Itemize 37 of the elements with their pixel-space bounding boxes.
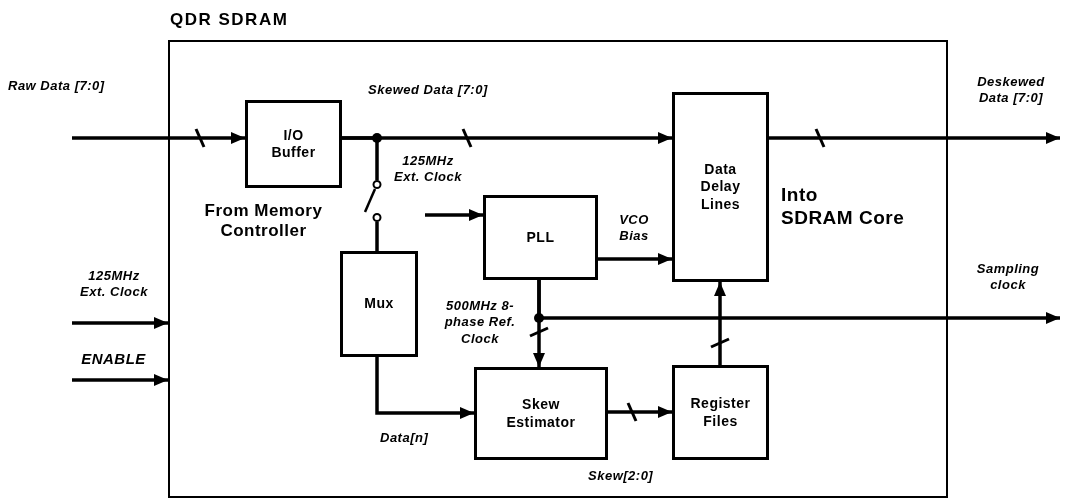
box-label: Skew Estimator	[505, 396, 577, 431]
edge-label: 500MHz 8-phase Ref. Clock	[444, 298, 516, 347]
edge-label: Raw Data [7:0]	[8, 78, 106, 95]
edge-label: Data[n]	[380, 430, 430, 447]
block-title: QDR SDRAM	[170, 10, 289, 30]
arrow	[72, 317, 168, 329]
arrow	[608, 406, 672, 418]
box-label: PLL	[526, 228, 555, 247]
edge-label: Skewed Data [7:0]	[368, 82, 489, 99]
box-label: Mux	[364, 295, 394, 313]
connector-line	[342, 136, 379, 180]
process-box	[672, 92, 769, 282]
arrow	[425, 209, 483, 221]
arrow	[598, 253, 672, 265]
edge-label: Sampling clock	[975, 261, 1041, 294]
connector-line	[375, 222, 379, 251]
arrow	[769, 132, 1060, 144]
process-box	[340, 251, 418, 357]
process-box	[672, 365, 769, 460]
process-box	[483, 195, 598, 280]
box-label: Data Delay Lines	[699, 160, 742, 214]
edge-label: ENABLE	[80, 350, 147, 369]
annotation-label: 125MHz Ext. Clock	[393, 153, 463, 186]
box-label: Register Files	[689, 395, 752, 430]
process-box	[245, 100, 342, 188]
edge-label: Deskewed Data [7:0]	[976, 74, 1046, 107]
arrow	[72, 132, 245, 144]
arrow	[714, 282, 726, 365]
edge-label: 125MHz Ext. Clock	[79, 268, 149, 301]
annotation-label: From Memory Controller	[203, 201, 324, 242]
arrow	[375, 357, 474, 419]
arrow	[72, 374, 168, 386]
edge-label: VCO Bias	[618, 212, 650, 245]
box-label: I/O Buffer	[270, 126, 317, 162]
process-box	[474, 367, 608, 460]
edge-label: Skew[2:0]	[588, 468, 655, 485]
arrow	[537, 280, 1060, 324]
